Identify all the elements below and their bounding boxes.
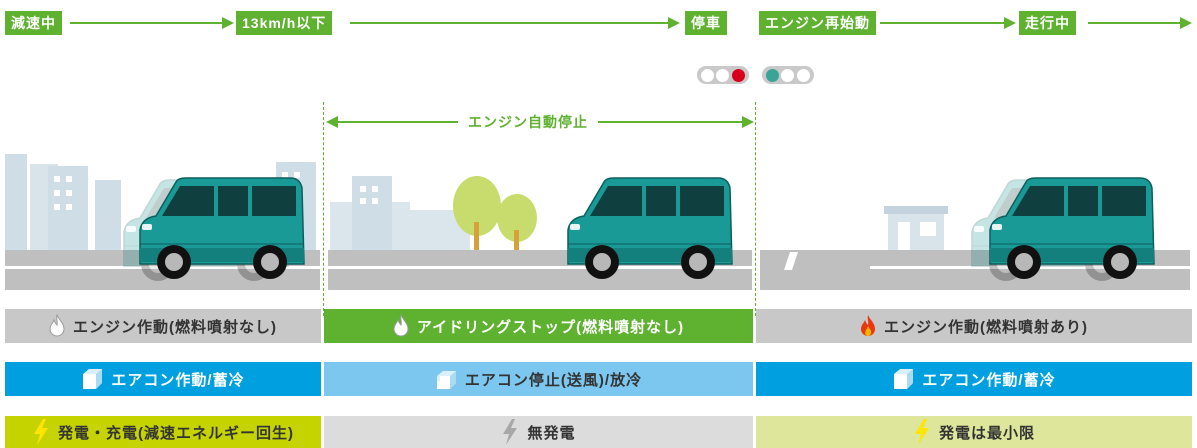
arrow-right-icon [668, 17, 680, 29]
aircon-status-text: エアコン作動/蓄冷 [922, 371, 1056, 389]
aircon-status-restart: エアコン作動/蓄冷 [756, 362, 1192, 396]
arrow-right-icon [742, 116, 754, 128]
aircon-status-decel: エアコン作動/蓄冷 [5, 362, 321, 396]
driving-scene [5, 154, 1190, 290]
stop-span-end-line [755, 102, 756, 316]
lightning-yellow-icon [914, 419, 929, 445]
aircon-status-text: エアコン停止(送風)/放冷 [464, 371, 643, 389]
flame-red-icon [861, 315, 875, 336]
traffic-signal-green-icon [762, 66, 814, 84]
stop-span-label: エンジン自動停止 [458, 110, 598, 134]
arrow-left-icon [326, 116, 338, 128]
timeline-label-decelerating: 減速中 [5, 11, 62, 35]
power-status-decel: 発電・充電(減速エネルギー回生) [5, 416, 321, 448]
aircon-status-stop: エアコン停止(送風)/放冷 [324, 362, 753, 396]
ice-cube-icon [83, 369, 103, 389]
timeline-connector [1088, 22, 1180, 24]
engine-status-text: エンジン作動(燃料噴射あり) [884, 318, 1088, 336]
power-status-text: 発電は最小限 [938, 424, 1035, 442]
flame-gray-icon [49, 314, 65, 337]
timeline: 減速中 13km/h以下 停車 エンジン再始動 走行中 [0, 0, 1197, 46]
timeline-connector [70, 22, 222, 24]
lightning-yellow-icon [34, 419, 48, 445]
ice-cube-icon [894, 369, 914, 389]
timeline-connector [880, 22, 1004, 24]
aircon-status-text: エアコン作動/蓄冷 [111, 371, 245, 389]
power-status-restart: 発電は最小限 [756, 416, 1192, 448]
lightning-gray-icon [503, 419, 518, 445]
arrow-right-icon [1180, 17, 1192, 29]
timeline-label-under-13kmh: 13km/h以下 [236, 11, 333, 35]
engine-status-text: アイドリングストップ(燃料噴射なし) [416, 318, 685, 336]
engine-status-restart: エンジン作動(燃料噴射あり) [756, 309, 1192, 343]
timeline-label-stopped: 停車 [685, 11, 727, 35]
power-status-text: 無発電 [527, 424, 576, 442]
power-status-text: 発電・充電(減速エネルギー回生) [58, 424, 294, 442]
timeline-label-engine-restart: エンジン再始動 [759, 11, 876, 35]
flame-gray-icon [393, 314, 409, 337]
timeline-connector [350, 22, 668, 24]
engine-status-text: エンジン作動(燃料噴射なし) [73, 318, 277, 336]
traffic-signal-red-icon [697, 66, 749, 84]
arrow-right-icon [222, 17, 234, 29]
melting-cube-icon [436, 371, 456, 389]
engine-status-decel: エンジン作動(燃料噴射なし) [5, 309, 321, 343]
stop-span-start-line [323, 102, 324, 316]
arrow-right-icon [1004, 17, 1016, 29]
power-status-stop: 無発電 [324, 416, 753, 448]
timeline-label-driving: 走行中 [1019, 11, 1076, 35]
engine-status-stop: アイドリングストップ(燃料噴射なし) [324, 309, 753, 343]
